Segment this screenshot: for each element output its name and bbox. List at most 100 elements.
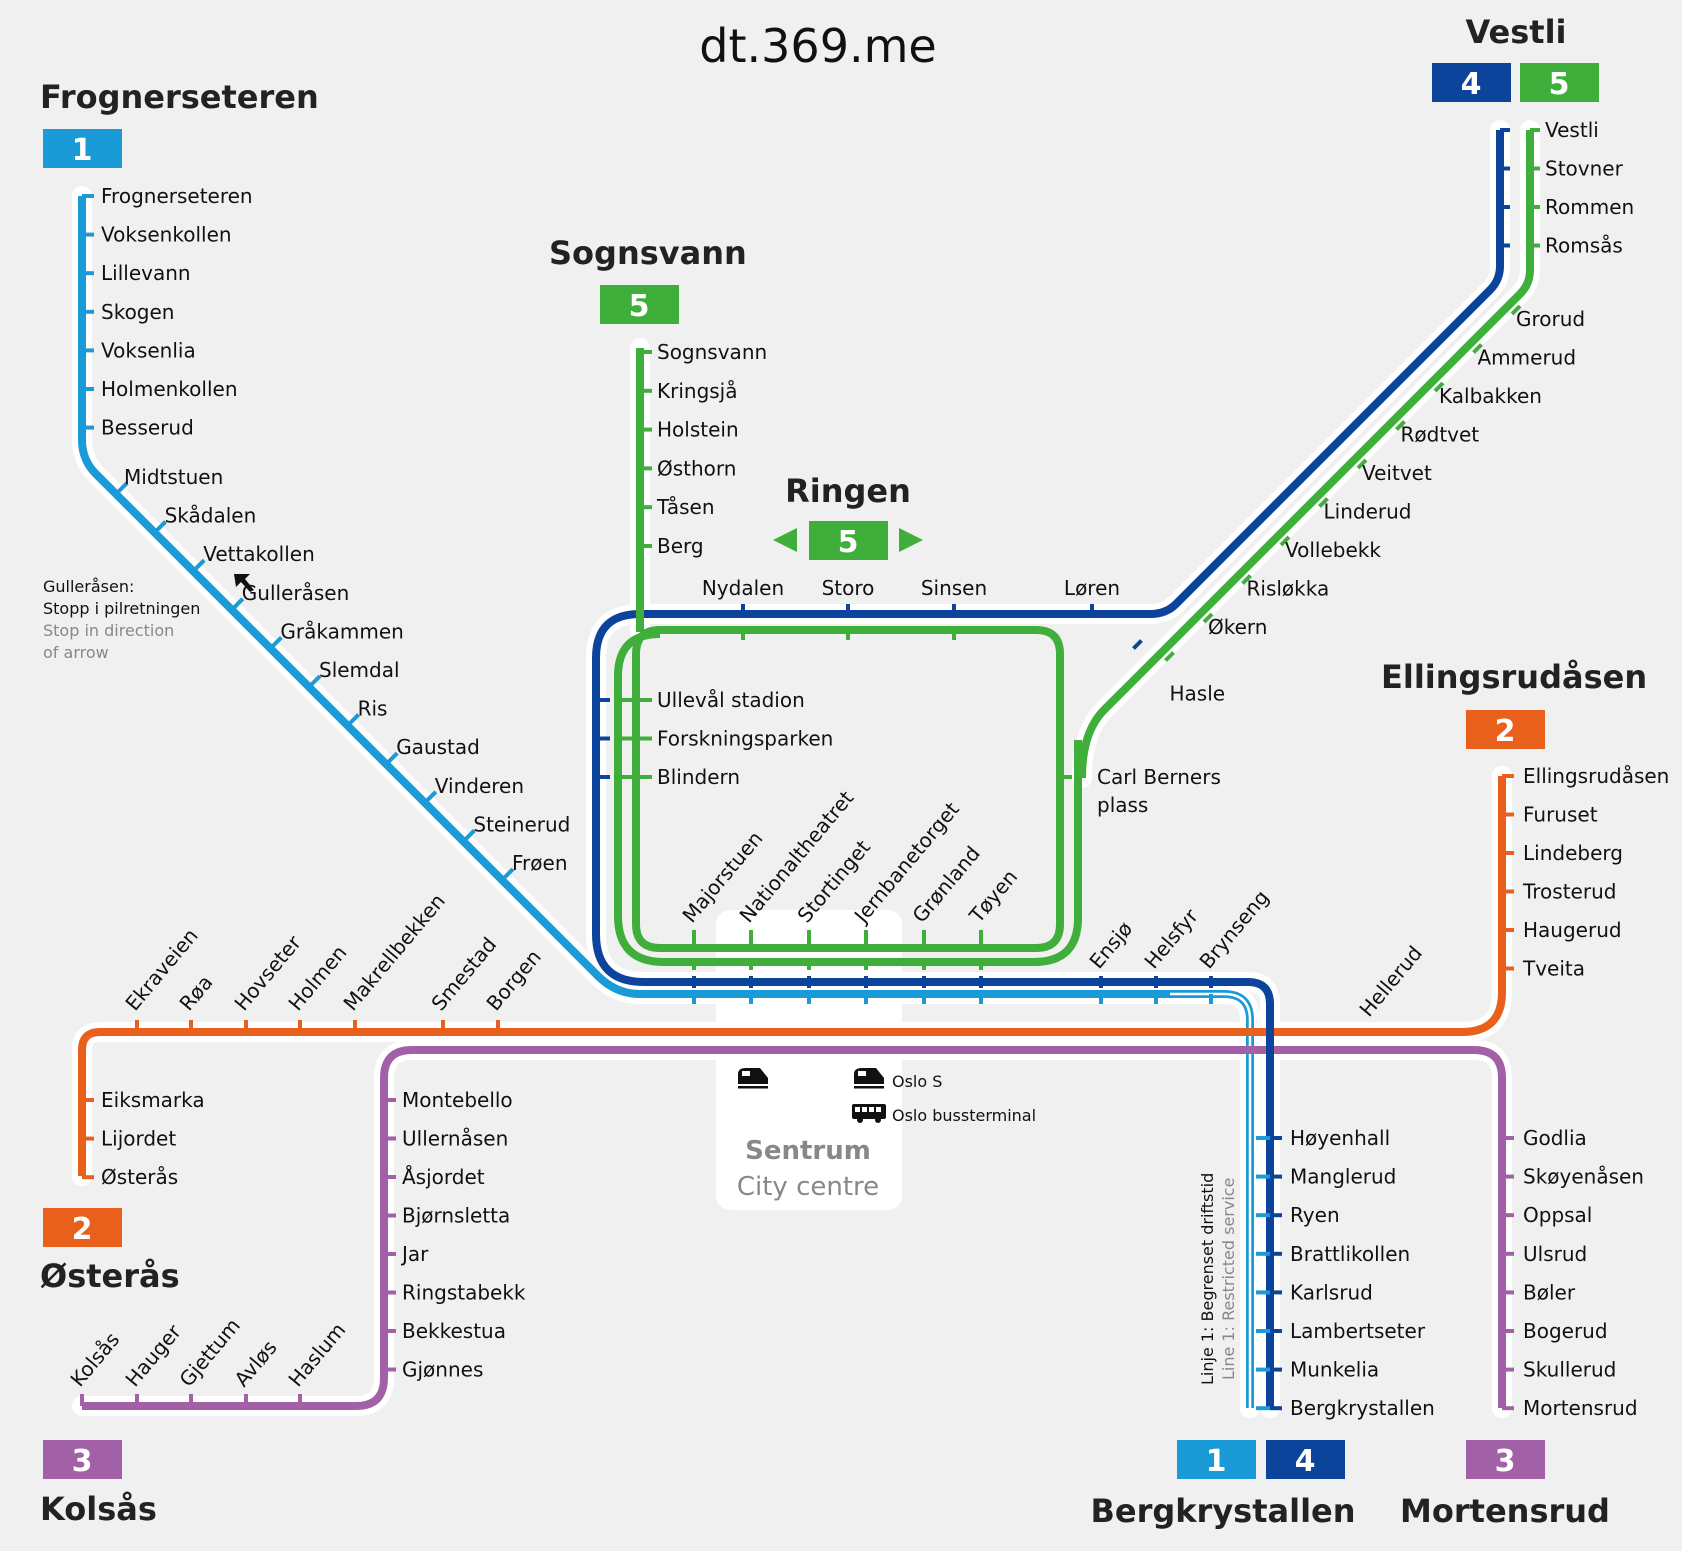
- station-label: Haslum: [283, 1318, 350, 1391]
- station-label: Tåsen: [656, 495, 715, 519]
- svg-text:of arrow: of arrow: [43, 643, 109, 662]
- station-label: Furuset: [1523, 803, 1598, 827]
- station-label: Vestli: [1545, 118, 1599, 142]
- station-label: Grorud: [1516, 307, 1585, 331]
- station-label: Tveita: [1522, 957, 1585, 981]
- ringen-title: Ringen: [785, 472, 911, 510]
- station-label: Brattlikollen: [1290, 1242, 1410, 1266]
- badge-line-2-osteras: 2: [43, 1208, 122, 1247]
- station-ticks: [80, 128, 1540, 1411]
- train-icon: [738, 1068, 768, 1089]
- badge-line-1-frognerseteren: 1: [43, 129, 122, 168]
- station-ris-tick: [348, 713, 361, 726]
- station-label: Holstein: [657, 418, 739, 442]
- station-label: Blindern: [657, 765, 740, 789]
- station-label: Oppsal: [1523, 1203, 1592, 1227]
- station-label: Kringsjå: [657, 379, 738, 403]
- station-label: Lillevann: [101, 261, 191, 285]
- station-label: Gjønnes: [402, 1358, 483, 1382]
- station-label: Sognsvann: [657, 340, 767, 364]
- line-4-route: [592, 130, 1504, 1408]
- station-label: Godlia: [1523, 1126, 1587, 1150]
- station-label: Eiksmarka: [101, 1088, 205, 1112]
- line-1-restricted-note-en: Line 1: Restricted service: [1219, 1178, 1238, 1380]
- bus-icon: [852, 1104, 886, 1123]
- badge-line-4-vestli: 4: [1432, 63, 1511, 102]
- station-label: Helsfyr: [1139, 904, 1203, 974]
- station-label: Bogerud: [1523, 1319, 1608, 1343]
- badge-line-3-mortensrud: 3: [1466, 1440, 1545, 1479]
- station-label: Bøler: [1523, 1280, 1576, 1304]
- station-label: Skådalen: [165, 504, 257, 528]
- line-2-route: [78, 776, 1506, 1176]
- station-kalbakken-tick: [1433, 381, 1445, 393]
- station-label: Voksenkollen: [101, 223, 232, 247]
- station-label: Besserud: [101, 416, 194, 440]
- station-label: Berg: [657, 534, 704, 558]
- station-label: Munkelia: [1290, 1358, 1379, 1382]
- gullerasen-note: Gulleråsen: Stopp i pilretningen Stop in…: [43, 577, 200, 662]
- station-label: Bergkrystallen: [1290, 1396, 1435, 1420]
- station-label: Rødtvet: [1401, 423, 1480, 447]
- station-label: Forskningsparken: [657, 727, 833, 751]
- line-5-outer-ring: [614, 630, 1082, 966]
- station-rødtvet-tick-4: [1363, 408, 1374, 419]
- svg-text:4: 4: [1461, 67, 1482, 102]
- line-3-route: [82, 1046, 1506, 1410]
- svg-text:5: 5: [629, 289, 650, 324]
- station-økern-tick-4: [1170, 600, 1182, 612]
- oslo-s-label: Oslo S: [892, 1072, 942, 1091]
- svg-text:3: 3: [1495, 1444, 1516, 1479]
- station-label: Nydalen: [702, 576, 784, 600]
- arrow-right-icon: [899, 528, 923, 552]
- station-label: Bekkestua: [402, 1319, 506, 1343]
- station-label: plass: [1097, 793, 1148, 817]
- station-label: Carl Berners: [1097, 765, 1221, 789]
- vestli-title: Vestli: [1466, 13, 1567, 51]
- station-label: Stovner: [1545, 157, 1624, 181]
- station-label: Østhorn: [657, 456, 736, 480]
- station-vettakollen-tick: [193, 558, 206, 571]
- station-label: Risløkka: [1247, 577, 1330, 601]
- oslo-bussterminal-label: Oslo bussterminal: [892, 1106, 1036, 1125]
- station-veitvet-tick: [1356, 458, 1368, 470]
- line-1-restricted-note: Linje 1: Begrenset driftstid: [1198, 1173, 1217, 1385]
- site-title: dt.369.me: [699, 19, 936, 73]
- station-label: Frøen: [512, 851, 568, 875]
- station-label: Frognerseteren: [101, 184, 253, 208]
- ellingsrudasen-title: Ellingsrudåsen: [1381, 658, 1647, 696]
- station-label: Hauger: [120, 1319, 186, 1391]
- station-label: Midtstuen: [124, 465, 223, 489]
- bergkrystallen-title: Bergkrystallen: [1090, 1492, 1355, 1530]
- badge-line-3-kolsas: 3: [43, 1440, 122, 1479]
- station-label: Storo: [822, 576, 875, 600]
- frognerseteren-title: Frognerseteren: [40, 78, 319, 116]
- badge-line-5-ringen: 5: [809, 521, 888, 560]
- station-ammerud-tick-4: [1440, 331, 1451, 342]
- station-label: Skullerud: [1523, 1358, 1616, 1382]
- badge-line-2-ellingsrudasen: 2: [1466, 710, 1545, 749]
- sognsvann-title: Sognsvann: [549, 234, 747, 272]
- station-steinerud-tick: [463, 828, 476, 841]
- station-label: Tøyen: [964, 865, 1022, 928]
- station-label: Veitvet: [1362, 461, 1432, 485]
- station-label: Kolsås: [65, 1328, 124, 1392]
- svg-text:1: 1: [72, 133, 93, 168]
- centre-title: Sentrum: [745, 1136, 871, 1166]
- station-risløkka-tick: [1241, 574, 1252, 585]
- station-label: Gulleråsen: [242, 581, 349, 605]
- station-skådalen-tick: [155, 520, 168, 533]
- station-midtstuen-tick: [116, 481, 129, 494]
- station-label: Gaustad: [396, 735, 480, 759]
- station-label: Ullernåsen: [402, 1127, 508, 1151]
- station-label: Østerås: [101, 1165, 178, 1189]
- station-label: Steinerud: [473, 812, 570, 836]
- station-label: Romsås: [1545, 234, 1623, 258]
- station-label: Ris: [358, 697, 388, 721]
- station-label: Sinsen: [921, 576, 987, 600]
- stop-direction-arrow-icon: [234, 574, 254, 592]
- station-label: Karlsrud: [1290, 1280, 1373, 1304]
- station-label: Manglerud: [1290, 1165, 1396, 1189]
- station-label: Ulsrud: [1523, 1242, 1587, 1266]
- station-hasle-tick: [1164, 651, 1175, 662]
